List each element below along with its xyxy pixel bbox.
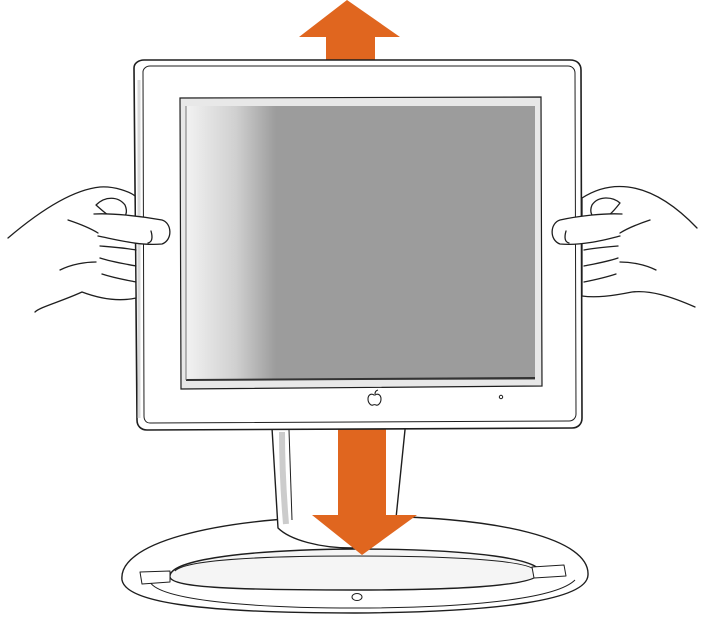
screen-glare (186, 106, 276, 380)
right-hand (551, 185, 698, 308)
monitor (133, 59, 583, 431)
up-arrow-icon (299, 0, 400, 63)
stand-base (121, 515, 589, 614)
down-arrow-icon (312, 419, 417, 555)
power-light-icon (498, 394, 504, 400)
left-hand (7, 186, 171, 313)
apple-logo-icon (367, 389, 382, 406)
